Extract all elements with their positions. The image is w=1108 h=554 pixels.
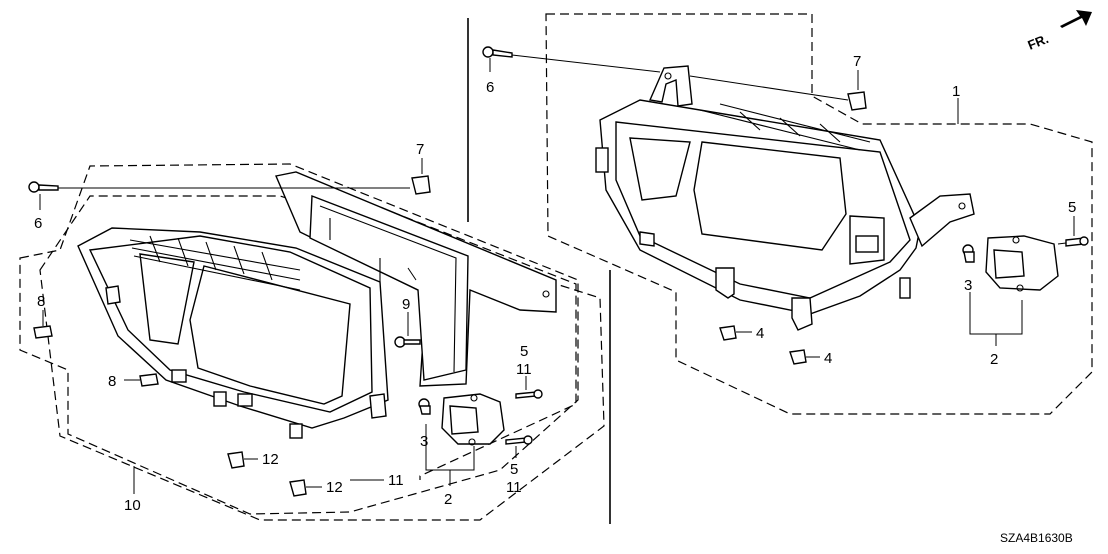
callout-5-upper: 5 bbox=[520, 343, 528, 360]
callout-4-bottom: 4 bbox=[824, 350, 832, 367]
callout-12-upper: 12 bbox=[262, 451, 279, 468]
callout-11-upper: 11 bbox=[516, 361, 532, 378]
clip-4-bottom bbox=[789, 349, 820, 365]
meter-bezel-left bbox=[77, 227, 389, 439]
clip-7-right bbox=[689, 70, 867, 111]
callout-5-right: 5 bbox=[1068, 199, 1076, 216]
clip-4-top bbox=[719, 325, 752, 341]
front-direction-label: FR. bbox=[1026, 31, 1051, 53]
screw-6-right bbox=[482, 46, 661, 73]
drawing-code: SZA4B1630B bbox=[1000, 531, 1073, 545]
callout-8-lower: 8 bbox=[108, 373, 116, 390]
callout-11-lower: 11 bbox=[506, 479, 522, 496]
callout-3-left: 3 bbox=[420, 433, 428, 450]
callout-7-left: 7 bbox=[416, 141, 424, 158]
callout-2-right: 2 bbox=[990, 351, 998, 368]
clip-7-left bbox=[411, 158, 431, 195]
callout-8-upper: 8 bbox=[37, 293, 45, 310]
callout-4-top: 4 bbox=[756, 325, 764, 342]
callout-11-bracket: 11 bbox=[388, 472, 404, 489]
switch-assembly-right bbox=[962, 216, 1089, 346]
callout-5-lower: 5 bbox=[510, 461, 518, 478]
callout-7-right: 7 bbox=[853, 53, 861, 70]
callout-9: 9 bbox=[402, 296, 410, 313]
lens-8-upper bbox=[33, 310, 53, 339]
clip-12-upper bbox=[227, 451, 258, 469]
screw-6-left bbox=[28, 181, 410, 210]
switch-assembly-left bbox=[418, 393, 505, 486]
screw-5-lower bbox=[505, 435, 533, 458]
screw-5-upper bbox=[515, 376, 543, 399]
callout-1: 1 bbox=[952, 83, 960, 100]
boundary-11 bbox=[299, 175, 577, 480]
callout-12-lower: 12 bbox=[326, 479, 343, 496]
boundary-10 bbox=[19, 163, 579, 515]
screw-9 bbox=[394, 312, 421, 348]
boundary-inner bbox=[39, 195, 605, 521]
callout-2-left: 2 bbox=[444, 491, 452, 508]
meter-housing-left bbox=[275, 171, 557, 387]
lens-8-lower bbox=[124, 373, 159, 387]
callout-6-left: 6 bbox=[34, 215, 42, 232]
callout-10: 10 bbox=[124, 497, 141, 514]
meter-assembly-right bbox=[545, 13, 1093, 415]
callout-3-right: 3 bbox=[964, 277, 972, 294]
callout-6-right: 6 bbox=[486, 79, 494, 96]
front-direction-arrow: FR. bbox=[1026, 10, 1092, 53]
clip-12-lower bbox=[289, 479, 322, 497]
